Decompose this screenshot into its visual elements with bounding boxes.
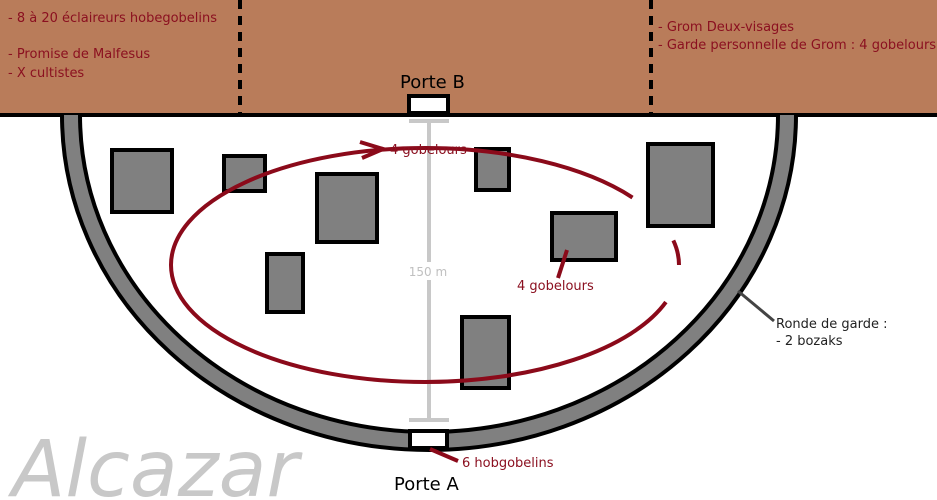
building bbox=[474, 147, 511, 192]
note: - 8 à 20 éclaireurs hobegobelins bbox=[8, 11, 217, 26]
patrol-label: 4 gobelours bbox=[390, 143, 467, 158]
gate-a-label: Porte A bbox=[394, 474, 459, 495]
building bbox=[265, 252, 305, 314]
pointer-line bbox=[556, 249, 569, 279]
note: - Promise de Malfesus bbox=[8, 47, 150, 62]
gate-guard-label: 6 hobgobelins bbox=[462, 456, 554, 471]
scale-label: 150 m bbox=[409, 265, 447, 279]
note: - Garde personnelle de Grom : 4 gobelour… bbox=[658, 38, 936, 53]
note: - X cultistes bbox=[8, 66, 84, 81]
building bbox=[315, 172, 379, 244]
group-label: 4 gobelours bbox=[517, 279, 594, 294]
outer-ground bbox=[0, 0, 937, 115]
building bbox=[460, 315, 511, 390]
map-title: Alcazar bbox=[7, 425, 303, 500]
gate-b-label: Porte B bbox=[400, 72, 465, 93]
building bbox=[222, 154, 267, 193]
building bbox=[550, 211, 618, 262]
watch-label: Ronde de garde : bbox=[776, 317, 888, 332]
buildings bbox=[110, 142, 715, 390]
pointer-line bbox=[737, 289, 775, 323]
gate-a bbox=[408, 429, 449, 450]
building bbox=[646, 142, 715, 228]
pointer-line bbox=[429, 447, 459, 463]
watch-label: - 2 bozaks bbox=[776, 334, 843, 349]
patrol-route bbox=[169, 146, 681, 384]
patrol-arrow-icon bbox=[359, 140, 389, 160]
gate-b bbox=[407, 94, 450, 115]
building bbox=[110, 148, 174, 214]
note: - Grom Deux-visages bbox=[658, 20, 794, 35]
